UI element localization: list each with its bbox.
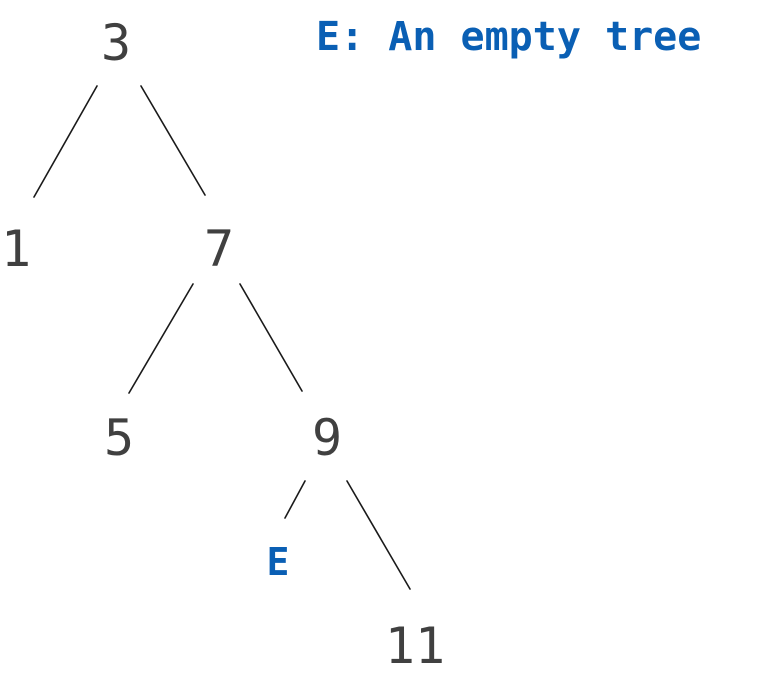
edge-3-7 [140, 85, 206, 196]
tree-node: 9 [312, 409, 342, 467]
tree-node: 11 [385, 617, 445, 675]
tree-node: 5 [104, 409, 134, 467]
tree-edges [33, 85, 411, 590]
edge-7-9 [239, 283, 303, 392]
tree-node-root: 3 [101, 14, 131, 72]
tree-node: 1 [1, 220, 31, 278]
edge-7-5 [128, 283, 194, 394]
edge-9-11 [346, 480, 411, 590]
tree-node: 7 [204, 220, 234, 278]
edge-3-1 [33, 85, 98, 198]
edge-9-e [284, 480, 306, 519]
empty-tree-legend: E: An empty tree [316, 14, 701, 60]
empty-tree-marker: E [267, 540, 290, 584]
tree-nodes: 3 1 7 5 9 E 11 [1, 14, 445, 675]
